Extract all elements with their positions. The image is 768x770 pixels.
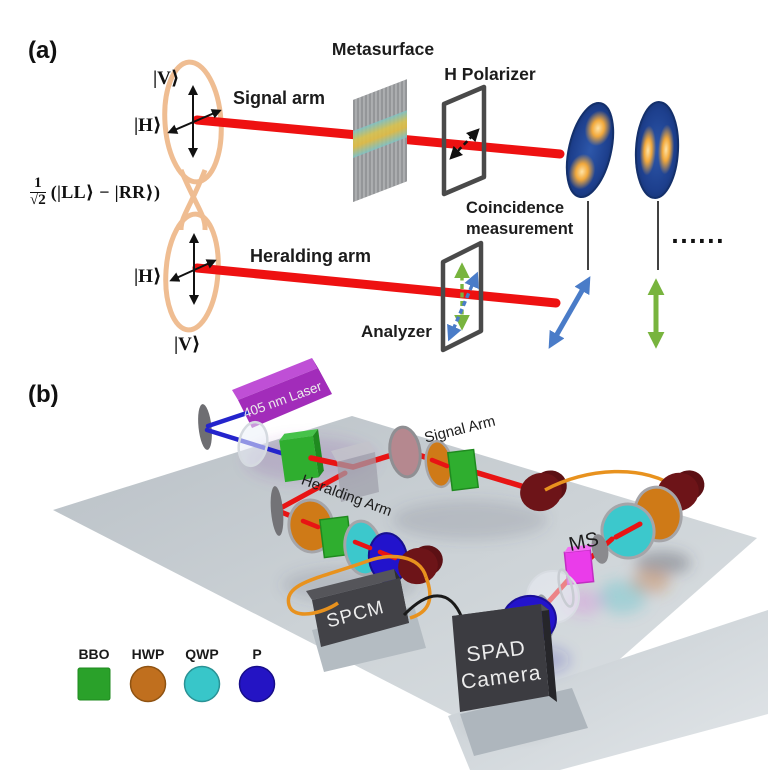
heralding-beam	[192, 263, 561, 308]
panel-b-setup: (b) 405 nm Laser Signal Arm Heralding Ar…	[28, 358, 768, 770]
metasurface-label: Metasurface	[332, 39, 434, 59]
coincidence-label-2: measurement	[466, 220, 574, 238]
panel-a-label: (a)	[28, 37, 57, 64]
formula-denominator: √2	[30, 191, 46, 208]
herald-fiber-coupler	[398, 545, 443, 585]
h-polarizer-label: H Polarizer	[444, 64, 536, 84]
formula-expression: (|LL⟩ − |RR⟩)	[50, 181, 161, 202]
pump-beam-1	[205, 410, 250, 429]
spad-camera-box	[452, 604, 557, 712]
spcm-box	[306, 569, 409, 647]
legend-bbo-swatch	[77, 667, 111, 701]
ket-signal-v: |V⟩	[153, 68, 180, 89]
legend-bbo-label: BBO	[78, 646, 109, 662]
herald-fiber-tail	[409, 576, 432, 620]
h-polarizer-frame	[441, 84, 487, 197]
ket-herald-h: |H⟩	[134, 266, 162, 287]
heralding-arm-label: Heralding arm	[250, 246, 371, 266]
herald-beam-stub1	[300, 518, 321, 530]
metasurface-sample	[563, 544, 595, 586]
signal-polarization-arrows	[167, 85, 222, 158]
h-polarization-arrow	[449, 128, 480, 160]
panel-b-label: (b)	[28, 381, 59, 408]
signal-filter-mirror	[388, 425, 422, 479]
signal-bbo	[446, 448, 480, 492]
legend-hwp-label: HWP	[132, 646, 165, 662]
herald-beam-stub2	[352, 539, 373, 551]
legend-p-swatch	[238, 665, 276, 703]
bbo-crystal	[279, 429, 324, 483]
legend-qwp-swatch	[183, 665, 221, 703]
ms-mount-disc	[591, 534, 609, 564]
ellipsis-dots: ......	[671, 224, 725, 248]
ket-herald-v: |V⟩	[174, 334, 201, 355]
spad-base-plate	[460, 688, 588, 756]
pump-mirror	[198, 404, 212, 450]
signal-cable	[402, 594, 464, 619]
herald-beam-to-mirror	[276, 470, 348, 512]
quantum-state-formula: 1 √2 (|LL⟩ − |RR⟩)	[30, 175, 161, 209]
panel-a-schematic: (a) |V⟩ |H⟩ |H⟩ |V⟩ Signal arm Heralding…	[28, 37, 725, 355]
legend-p-label: P	[252, 646, 261, 662]
herald-fiber	[286, 554, 428, 616]
laser-box	[232, 358, 332, 428]
herald-mirror	[270, 486, 284, 536]
mode-image-horizontal	[634, 101, 680, 199]
analyzer-label: Analyzer	[361, 322, 432, 341]
legend-hwp-swatch	[129, 665, 167, 703]
mode-image-diagonal	[565, 101, 615, 199]
herald-polarization-arrows	[169, 233, 217, 305]
analyzer-d-arrow	[447, 271, 479, 342]
ket-signal-h: |H⟩	[134, 115, 162, 136]
signal-arm-3d-label: Signal Arm	[423, 413, 498, 447]
analyzer-frame	[440, 240, 484, 353]
pump-lens	[237, 420, 269, 468]
signal-beam-stub	[429, 457, 450, 469]
ms-beam-stub	[613, 521, 643, 540]
legend-qwp-label: QWP	[185, 646, 218, 662]
coincidence-label-1: Coincidence	[466, 199, 564, 217]
beamsplitter-cube	[331, 441, 379, 502]
component-legend: BBO HWP QWP P	[77, 646, 276, 703]
formula-numerator: 1	[30, 175, 46, 193]
signal-arm-label: Signal arm	[233, 88, 325, 108]
metasurface-slab	[353, 79, 407, 202]
diagonal-pol-arrow	[548, 276, 591, 349]
formula-fraction: 1 √2	[30, 175, 46, 209]
